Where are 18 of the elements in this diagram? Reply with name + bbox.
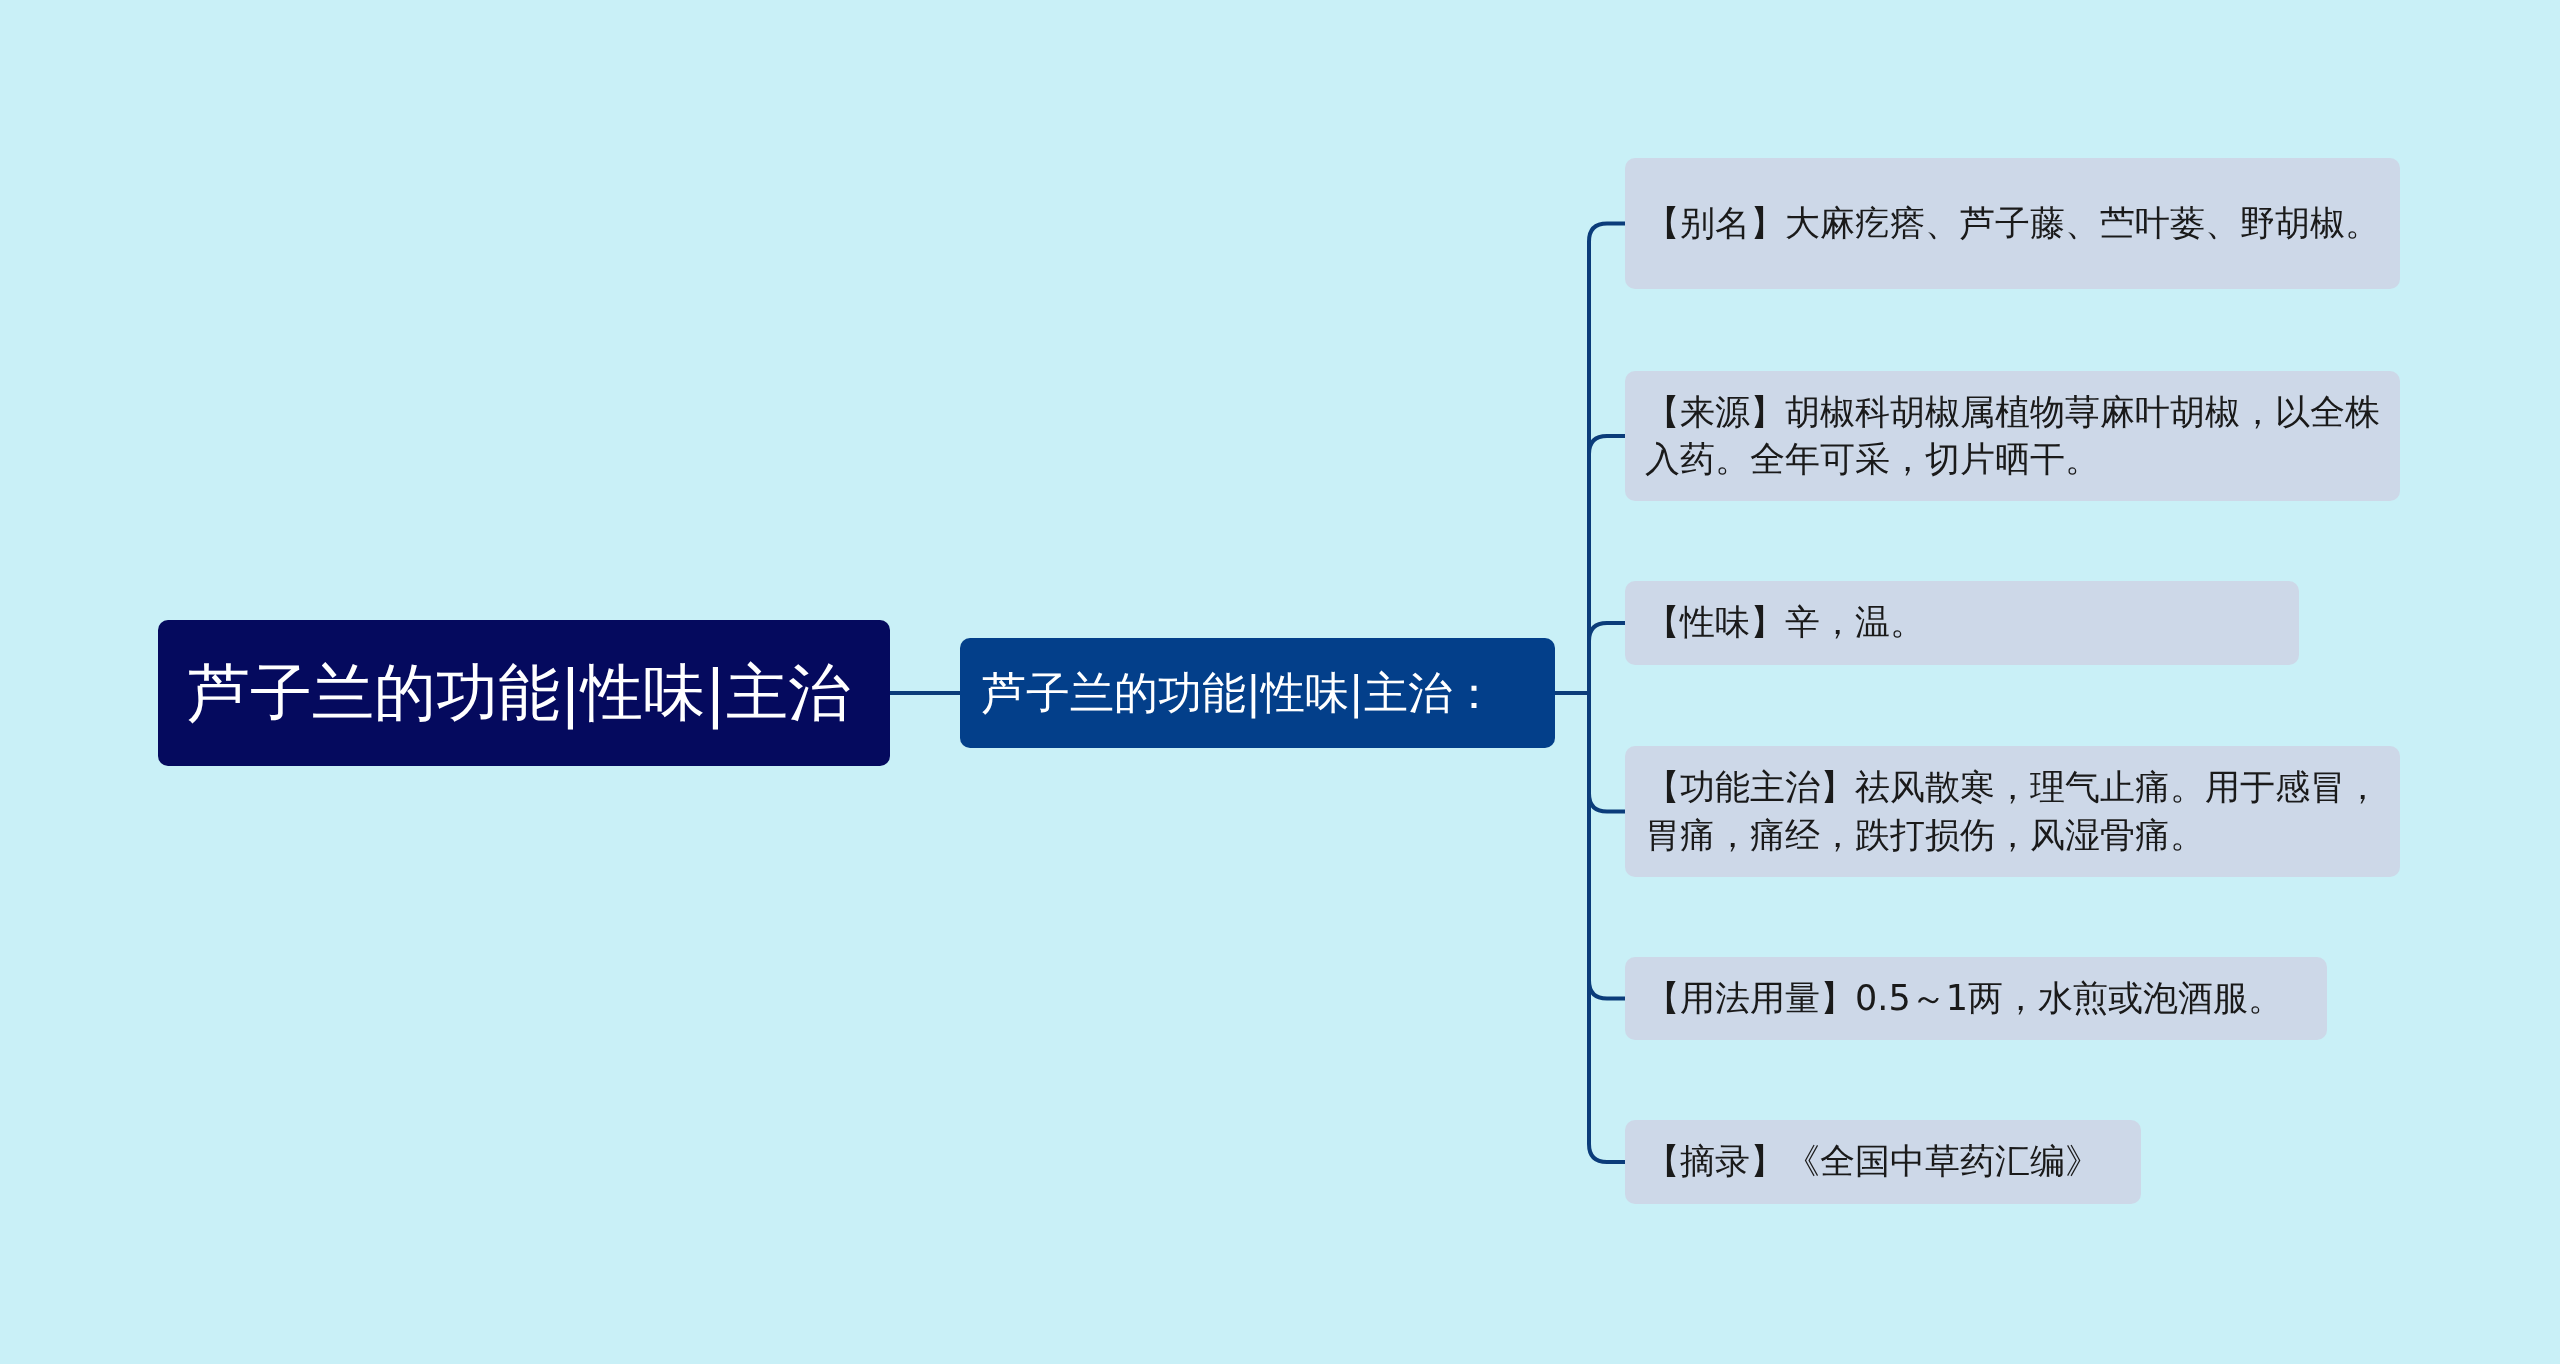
leaf-box — [1625, 957, 2327, 1040]
node-text: 【别名】大麻疙瘩、芦子藤、苎叶蒌、野胡椒。 — [1645, 201, 2380, 245]
connector-line — [1555, 691, 1625, 1164]
node-text: 【用法用量】0.5～1两，水煎或泡酒服。 — [1645, 976, 2283, 1020]
leaf-box — [1625, 581, 2299, 665]
leaf-box — [1625, 158, 2400, 289]
node-text: 【摘录】《全国中草药汇编》 — [1645, 1140, 2100, 1184]
topic-box — [960, 638, 1555, 748]
connector-line — [890, 691, 960, 695]
node-text: 芦子兰的功能|性味|主治 — [188, 655, 850, 732]
root-topic-box — [158, 620, 890, 766]
node-text: 【功能主治】祛风散寒，理气止痛。用于感冒，胃痛，痛经，跌打损伤，风湿骨痛。 — [1645, 766, 2380, 857]
leaf-box — [1625, 746, 2400, 877]
leaf-box — [1625, 1120, 2141, 1204]
leaf-box — [1625, 371, 2400, 501]
node-text: 【来源】胡椒科胡椒属植物荨麻叶胡椒，以全株入药。全年可采，切片晒干。 — [1645, 390, 2380, 481]
node-text: 【性味】辛，温。 — [1645, 601, 1925, 645]
node-text: 芦子兰的功能|性味|主治： — [982, 666, 1496, 721]
